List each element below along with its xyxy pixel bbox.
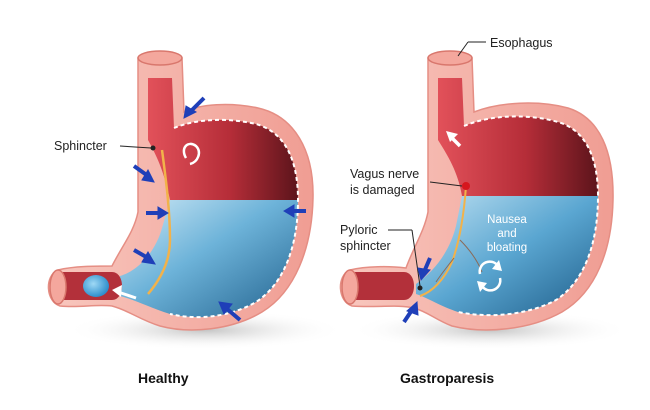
gastro-duodenum	[352, 272, 414, 300]
pyloric-dot	[417, 285, 423, 291]
blue-arrow-icon	[283, 204, 306, 218]
blue-arrow-icon	[133, 248, 156, 265]
healthy-caption: Healthy	[138, 370, 189, 386]
esophagus-label: Esophagus	[490, 36, 553, 50]
gastroparesis-stomach: Nausea and bloating Esophagus Vagus nerv…	[339, 36, 630, 386]
pyloric-leader-2	[411, 229, 421, 287]
gastro-vagus-nerve	[419, 185, 467, 297]
healthy-sphincter-dot	[150, 145, 156, 151]
gastroparesis-caption: Gastroparesis	[400, 370, 494, 386]
healthy-food-bolus	[83, 275, 109, 297]
healthy-duodenum-opening	[49, 269, 67, 305]
bloating-swirl-icon	[477, 260, 502, 292]
blue-arrow-icon	[402, 300, 419, 324]
gastro-esophagus-opening	[427, 50, 473, 66]
gastro-reflux-arrowhead	[446, 131, 458, 142]
vagus-leader	[429, 181, 463, 187]
esophagus-leader-2	[457, 41, 469, 57]
healthy-swirl-arrow	[182, 142, 201, 166]
gastro-symptom-line1: Nausea	[487, 214, 527, 226]
blue-arrow-icon	[417, 257, 432, 282]
healthy-stomach: Sphincter Healthy	[47, 50, 345, 386]
healthy-sphincter-leader	[119, 145, 152, 149]
blue-arrow-icon	[183, 96, 206, 119]
healthy-vagus-nerve	[147, 149, 172, 295]
pyloric-label-line1: Pyloric	[340, 223, 378, 237]
healthy-flow-arrowhead	[112, 285, 122, 297]
gastro-inner-cavity	[438, 78, 598, 196]
vagus-label-line2: is damaged	[350, 183, 415, 197]
gastro-pylorus-arrows	[402, 257, 432, 324]
gastro-symptom-line3: bloating	[487, 242, 527, 254]
blue-arrow-icon	[132, 164, 155, 183]
blue-arrow-icon	[218, 301, 242, 322]
vagus-label-line1: Vagus nerve	[350, 167, 419, 181]
healthy-sphincter-label: Sphincter	[54, 139, 107, 153]
healthy-contraction-arrows	[132, 96, 306, 322]
blue-arrow-icon	[146, 206, 169, 220]
gastro-symptom-line2: and	[497, 228, 516, 240]
gastro-reflux-arrow	[450, 136, 462, 148]
gastro-duodenum-opening	[341, 269, 359, 305]
gastro-lining	[457, 115, 600, 317]
healthy-esophagus-opening	[137, 50, 183, 66]
pyloric-label-line2: sphincter	[340, 239, 391, 253]
healthy-fluid	[120, 200, 298, 318]
healthy-inner-cavity	[148, 78, 298, 200]
vagus-damage-dot	[462, 182, 470, 190]
